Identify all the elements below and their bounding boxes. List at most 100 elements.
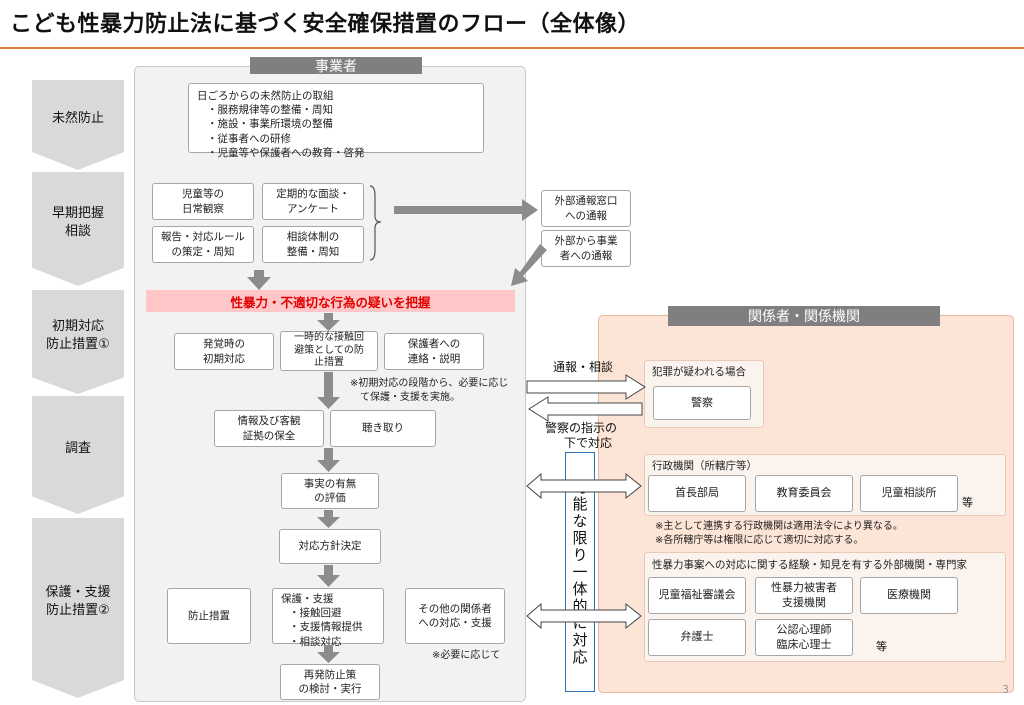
stage-protection: 保護・支援防止措置② xyxy=(32,518,124,698)
external-to-business-box: 外部から事業者への通報 xyxy=(541,230,631,267)
victim-support-line-2: 支援機関 xyxy=(782,595,826,609)
admin-note-1: ※主として連携する行政機関は適用法令により異なる。 xyxy=(655,521,903,532)
police-box: 警察 xyxy=(653,386,751,420)
protection-title: 保護・支援 xyxy=(281,593,334,605)
fact-eval-line-2: の評価 xyxy=(314,492,346,504)
consultation-system-box: 相談体制の整備・周知 xyxy=(262,226,364,263)
evidence-line-1: 情報及び客観 xyxy=(237,415,301,428)
police-instruction-line-1: 警察の指示の xyxy=(545,421,618,435)
board-of-education-box: 教育委員会 xyxy=(755,475,853,512)
consult-line-1: 相談体制の xyxy=(286,231,340,244)
child-welfare-council-box: 児童福祉審議会 xyxy=(648,577,746,614)
protection-item-avoid: ・接触回避 xyxy=(289,607,342,620)
initial-response-box: 発覚時の初期対応 xyxy=(174,333,274,370)
report-consult-label: 通報・相談 xyxy=(553,360,614,374)
medical-institution-box: 医療機関 xyxy=(860,577,958,614)
recurrence-prevention-box: 再発防止策の検討・実行 xyxy=(280,664,380,700)
observe-line-1: 児童等の xyxy=(182,188,224,201)
policy-label: 対応方針決定 xyxy=(298,540,362,553)
other-parties-line-2: への対応・支援 xyxy=(418,617,492,629)
stage-early-detection: 早期把握相談 xyxy=(32,172,124,286)
daily-item-education: ・児童等や保護者への教育・啓発 xyxy=(207,146,365,159)
guardian-contact-box: 保護者への連絡・説明 xyxy=(384,333,484,370)
other-parties-box: その他の関係者への対応・支援 xyxy=(405,588,505,644)
child-guidance-center-box: 児童相談所 xyxy=(860,475,958,512)
stage-early-label-1: 早期把握 xyxy=(51,206,104,222)
ext-biz-line-1: 外部から事業 xyxy=(554,235,618,248)
stage-initial-label-2: 防止措置① xyxy=(46,337,110,352)
report-rules-box: 報告・対応ルールの策定・周知 xyxy=(152,226,254,263)
initial-note-line-1: ※初期対応の段階から、必要に応じ xyxy=(350,378,509,389)
lawyer-label: 弁護士 xyxy=(680,630,714,644)
guardian-line-1: 保護者への xyxy=(407,338,461,351)
experts-title: 性暴力事案への対応に関する経験・知見を有する外部機関・専門家 xyxy=(652,559,967,571)
admin-etc: 等 xyxy=(962,496,973,509)
mayor-office-box: 首長部局 xyxy=(648,475,746,512)
board-of-education-label: 教育委員会 xyxy=(776,486,832,500)
report-rules-line-2: の策定・周知 xyxy=(171,245,235,258)
page-number: 3 xyxy=(1002,683,1009,696)
protection-item-consult: ・相談対応 xyxy=(289,635,342,648)
psychologist-box: 公認心理師臨床心理士 xyxy=(755,619,853,656)
psychologist-line-1: 公認心理師 xyxy=(776,622,832,636)
police-instruction-label: 警察の指示の 下で対応 xyxy=(545,421,617,451)
suspicion-label: 性暴力・不適切な行為の疑いを把握 xyxy=(230,294,431,310)
police-instruction-line-2: 下で対応 xyxy=(564,436,613,450)
protection-item-info: ・支援情報提供 xyxy=(289,621,363,634)
child-welfare-label: 児童福祉審議会 xyxy=(658,588,736,602)
ext-window-line-2: への通報 xyxy=(565,209,607,222)
psychologist-line-2: 臨床心理士 xyxy=(776,637,832,651)
as-needed-note: ※必要に応じて xyxy=(432,650,501,661)
stage-investigation-label: 調査 xyxy=(64,441,91,457)
stage-protection-label-2: 防止措置② xyxy=(46,603,110,618)
separation-line-3: 止措置 xyxy=(314,357,344,369)
evidence-line-2: 証拠の保全 xyxy=(242,429,296,442)
separation-line-1: 一時的な接触回 xyxy=(294,332,364,344)
interview-survey-box: 定期的な面談・アンケート xyxy=(262,183,364,220)
daily-prevention-title: 日ごろからの未然防止の取組 xyxy=(197,90,334,102)
page-title: こども性暴力防止法に基づく安全確保措置のフロー（全体像） xyxy=(10,12,641,37)
stage-initial-response: 初期対応防止措置① xyxy=(32,290,124,394)
mayor-office-label: 首長部局 xyxy=(675,486,719,500)
experts-etc: 等 xyxy=(876,640,887,653)
observe-line-2: 日常観察 xyxy=(182,202,224,215)
policy-decision-box: 対応方針決定 xyxy=(279,529,381,564)
recurrence-line-1: 再発防止策 xyxy=(303,668,357,681)
ext-window-line-1: 外部通報窓口 xyxy=(554,195,618,208)
stage-initial-label-1: 初期対応 xyxy=(51,319,104,335)
prevention-measure-label: 防止措置 xyxy=(188,609,230,622)
consult-line-2: 整備・周知 xyxy=(286,245,340,258)
stage-prevention-label: 未然防止 xyxy=(51,111,104,127)
admin-notes: ※主として連携する行政機関は適用法令により異なる。 ※各所轄庁等は権限に応じて適… xyxy=(655,520,903,547)
prevention-measure-box: 防止措置 xyxy=(167,588,251,644)
victim-support-line-1: 性暴力被害者 xyxy=(771,580,837,594)
related-header: 関係者・関係機関 xyxy=(668,306,940,326)
stage-prevention: 未然防止 xyxy=(32,80,124,170)
child-guidance-label: 児童相談所 xyxy=(881,486,937,500)
evidence-preservation-box: 情報及び客観証拠の保全 xyxy=(214,410,324,447)
interview-line-1: 定期的な面談・ xyxy=(276,188,350,201)
daily-item-discipline: ・服務規律等の整備・周知 xyxy=(207,104,333,117)
ext-biz-line-2: 者への通報 xyxy=(559,249,613,262)
medical-label: 医療機関 xyxy=(887,588,931,602)
admin-title: 行政機関（所轄庁等） xyxy=(652,460,757,472)
protection-support-box: 保護・支援 ・接触回避 ・支援情報提供 ・相談対応 xyxy=(272,588,384,648)
unified-response-bar: 可能な限り一体的に対応 xyxy=(565,452,595,692)
separation-measure-box: 一時的な接触回避策としての防止措置 xyxy=(280,331,378,371)
police-label: 警察 xyxy=(691,395,713,409)
interview-line-2: アンケート xyxy=(286,202,340,215)
initial-response-note: ※初期対応の段階から、必要に応じ て保護・支援を実施。 xyxy=(350,377,508,404)
unified-response-label: 可能な限り一体的に対応 xyxy=(570,478,589,666)
initial-note-line-2: て保護・支援を実施。 xyxy=(360,391,460,403)
title-underline xyxy=(0,47,1024,49)
crime-title: 犯罪が疑われる場合 xyxy=(652,366,746,378)
admin-note-2: ※各所轄庁等は権限に応じて適切に対応する。 xyxy=(655,534,864,546)
initial-response-line-2: 初期対応 xyxy=(203,352,245,365)
fact-evaluation-box: 事実の有無の評価 xyxy=(281,473,379,509)
daily-observation-box: 児童等の日常観察 xyxy=(152,183,254,220)
hearing-label: 聴き取り xyxy=(362,422,404,435)
stage-investigation: 調査 xyxy=(32,396,124,514)
hearing-box: 聴き取り xyxy=(330,410,436,447)
daily-prevention-box: 日ごろからの未然防止の取組 ・服務規律等の整備・周知 ・施設・事業所環境の整備 … xyxy=(188,83,484,159)
suspicion-band: 性暴力・不適切な行為の疑いを把握 xyxy=(146,290,515,312)
